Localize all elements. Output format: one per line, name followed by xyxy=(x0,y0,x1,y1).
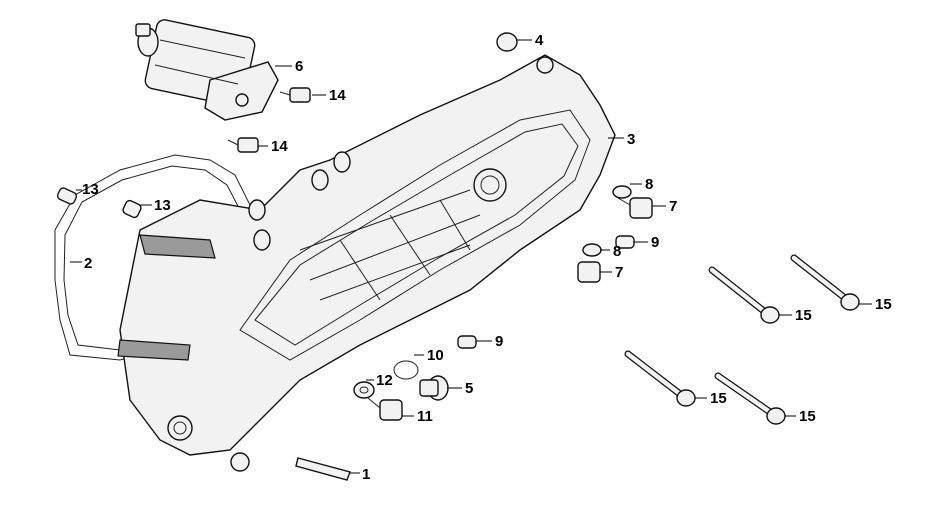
callout-6: 6 xyxy=(295,58,303,75)
callout-13b: 13 xyxy=(154,197,171,214)
callout-7b: 7 xyxy=(615,264,623,281)
leader-lines xyxy=(70,39,872,474)
plug-part-7a xyxy=(617,197,653,219)
callout-13a: 13 xyxy=(82,181,99,198)
callout-9a: 9 xyxy=(651,234,659,251)
bolt-part-11 xyxy=(367,397,403,421)
callout-8a: 8 xyxy=(645,176,653,193)
callout-5: 5 xyxy=(465,380,473,397)
long-bolt-part-15b xyxy=(790,254,860,311)
callout-8b: 8 xyxy=(613,243,621,260)
callout-2: 2 xyxy=(84,255,92,272)
callout-9b: 9 xyxy=(495,333,503,350)
callout-11: 11 xyxy=(417,408,433,425)
callout-4: 4 xyxy=(535,32,544,49)
pin-part-1 xyxy=(295,457,351,481)
crankcase-part-3 xyxy=(117,54,616,472)
dowel-part-4 xyxy=(496,32,518,52)
callout-3: 3 xyxy=(627,131,635,148)
plug-part-5 xyxy=(419,375,449,401)
callout-1: 1 xyxy=(362,466,370,483)
callout-10: 10 xyxy=(427,347,444,364)
long-bolt-part-15a xyxy=(708,266,780,324)
washer-part-12 xyxy=(353,381,375,399)
starter-motor-part-6 xyxy=(135,19,279,121)
dowel-part-13b xyxy=(122,199,142,219)
callout-15d: 15 xyxy=(799,408,816,425)
callout-14b: 14 xyxy=(271,138,288,155)
dowel-part-13a xyxy=(56,187,78,205)
plug-part-7b xyxy=(577,261,601,283)
callout-15a: 15 xyxy=(795,307,812,324)
washer-part-8a xyxy=(612,185,632,199)
oring-part-10 xyxy=(393,360,419,380)
bolt-part-14b xyxy=(227,137,259,153)
long-bolt-part-15d xyxy=(714,372,786,425)
callout-14a: 14 xyxy=(329,87,346,104)
bolt-part-14a xyxy=(279,87,311,103)
washer-part-8b xyxy=(582,243,602,257)
callout-7a: 7 xyxy=(669,198,677,215)
dowel-part-9b xyxy=(457,335,477,349)
callout-15b: 15 xyxy=(875,296,892,313)
callout-12: 12 xyxy=(376,372,393,389)
long-bolt-part-15c xyxy=(624,350,696,407)
callout-labels: 1 2 3 4 5 6 7 7 8 8 9 9 10 11 12 13 13 1… xyxy=(82,32,892,483)
callout-15c: 15 xyxy=(710,390,727,407)
